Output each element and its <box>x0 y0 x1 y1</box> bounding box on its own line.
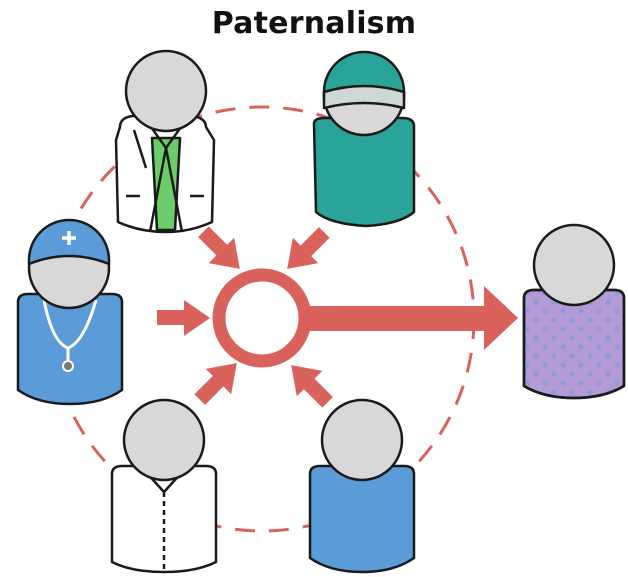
person-blue-icon <box>308 398 416 574</box>
person-shirt-icon <box>110 398 218 574</box>
patient-icon <box>522 223 626 400</box>
nurse-icon <box>16 218 124 406</box>
input-arrow-from-surgeon <box>287 227 330 269</box>
diagram-title: Paternalism <box>211 6 417 41</box>
input-arrow-from-person-blue <box>291 365 333 408</box>
decision-arrow <box>302 286 518 350</box>
surgeon-icon <box>312 50 416 228</box>
input-arrow-from-doctor <box>198 226 240 269</box>
input-arrow-from-person-shirt <box>194 363 237 405</box>
input-arrow-from-nurse <box>157 300 210 336</box>
central-decision-circle <box>212 268 312 368</box>
doctor-icon <box>114 49 216 234</box>
